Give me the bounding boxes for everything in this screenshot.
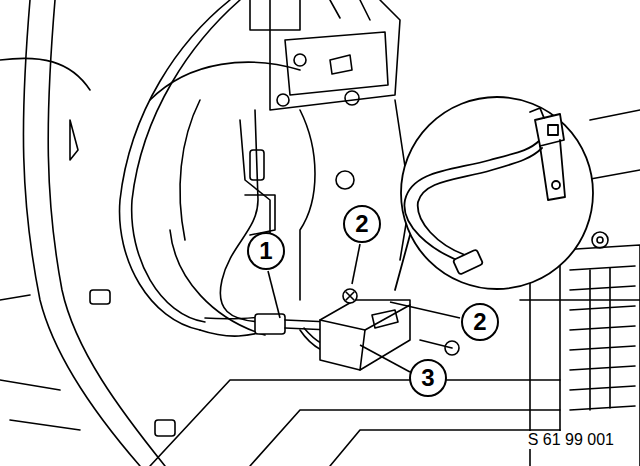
drawing-path bbox=[120, 0, 230, 330]
drawing-rect bbox=[453, 249, 483, 274]
drawing-path bbox=[10, 420, 80, 430]
drawing-path bbox=[48, 0, 165, 466]
callout-number: 3 bbox=[409, 359, 447, 397]
drawing-path bbox=[590, 268, 610, 410]
drawing-path bbox=[300, 110, 315, 300]
drawing-path bbox=[559, 250, 561, 440]
drawing-path bbox=[372, 310, 398, 328]
drawing-path bbox=[150, 62, 300, 100]
drawing-circle bbox=[343, 289, 357, 303]
drawing-path bbox=[250, 410, 560, 466]
drawing-path bbox=[150, 380, 560, 466]
leader-lines bbox=[268, 244, 460, 372]
drawing-path bbox=[585, 110, 640, 180]
drawing-circle bbox=[592, 232, 608, 248]
drawing-path bbox=[570, 266, 635, 410]
drawing-path bbox=[330, 55, 352, 74]
drawing-rect bbox=[155, 420, 175, 436]
drawing-path bbox=[395, 235, 410, 290]
drawing-path bbox=[23, 0, 140, 466]
drawing-path bbox=[0, 380, 60, 390]
detail-inset bbox=[395, 97, 593, 290]
drawing-path bbox=[540, 140, 565, 200]
drawing-path bbox=[245, 195, 275, 235]
callout-number: 2 bbox=[343, 205, 381, 243]
drawing-circle bbox=[294, 54, 306, 66]
drawing-path bbox=[220, 110, 260, 322]
drawing-rect bbox=[250, 150, 264, 180]
drawing-path bbox=[270, 0, 400, 110]
drawing-path bbox=[346, 292, 354, 300]
drawing-circle bbox=[336, 171, 354, 189]
drawing-path bbox=[268, 271, 280, 318]
drawing-path bbox=[520, 299, 640, 301]
drawing-path bbox=[360, 330, 365, 370]
drawing-path bbox=[390, 302, 460, 318]
drawing-circle bbox=[401, 97, 593, 289]
drawing-path bbox=[250, 0, 300, 30]
drawing-path bbox=[352, 244, 360, 284]
figure-code: S 61 99 001 bbox=[526, 431, 616, 449]
callout-number: 2 bbox=[461, 303, 499, 341]
drawing-path bbox=[404, 140, 540, 262]
drawing-path bbox=[360, 345, 410, 372]
drawing-path bbox=[320, 300, 410, 370]
drawing-path bbox=[240, 120, 270, 240]
drawing-path bbox=[285, 32, 388, 95]
drawing-path bbox=[180, 100, 200, 240]
drawing-path bbox=[70, 120, 78, 160]
drawing-circle bbox=[345, 91, 359, 105]
drawing-circle bbox=[277, 94, 289, 106]
drawing-path bbox=[420, 340, 452, 348]
drawing-path bbox=[530, 108, 544, 118]
drawing-circle bbox=[552, 181, 560, 189]
drawing-circle bbox=[597, 237, 603, 243]
drawing-path bbox=[0, 58, 90, 90]
drawing-path bbox=[320, 305, 410, 330]
callout-number: 1 bbox=[247, 232, 285, 270]
drawing-rect bbox=[90, 290, 110, 304]
drawing-path bbox=[418, 148, 542, 255]
drawing-rect bbox=[548, 125, 558, 135]
drawing-path bbox=[330, 0, 370, 20]
drawing-path bbox=[0, 295, 30, 300]
